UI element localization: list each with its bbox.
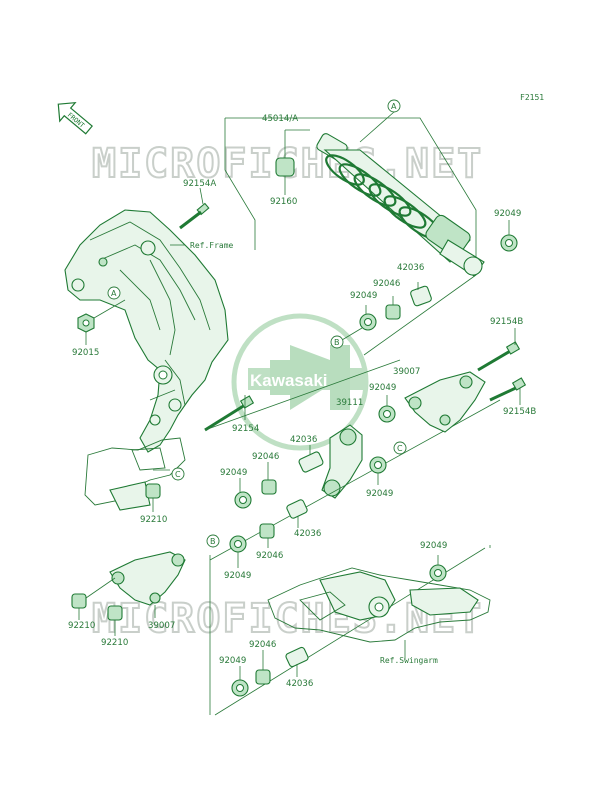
bushing-92046-a <box>385 304 401 320</box>
bolt-92154a <box>179 202 210 230</box>
rear-shock-absorber <box>316 133 485 277</box>
part-label-92049-b: 92049 <box>350 291 377 301</box>
part-label-92049-d: 92049 <box>220 468 247 478</box>
callout-b-right-letter: B <box>334 338 340 347</box>
bolt-92154b-upper <box>477 341 521 372</box>
part-label-92210-a: 92210 <box>140 515 167 525</box>
part-label-39007-a: 39007 <box>393 367 420 377</box>
part-label-92049-c: 92049 <box>369 383 396 393</box>
bolt-92154b-lower <box>489 377 527 402</box>
part-label-92046-d: 92046 <box>249 640 276 650</box>
part-label-92049-g: 92049 <box>420 541 447 551</box>
callout-c-left <box>171 467 185 481</box>
part-label-92049-a: 92049 <box>494 209 521 219</box>
callout-c-right-letter: C <box>397 444 403 453</box>
part-label-92154b-a: 92154B <box>490 317 523 327</box>
part-label-45014: 45014/A <box>262 114 298 124</box>
collar-42036-d <box>285 646 309 668</box>
collar-42036-b <box>298 451 324 473</box>
shock-bracket-line <box>225 117 477 356</box>
shock-bracket-line-left <box>224 118 256 250</box>
part-label-39007-b: 39007 <box>148 621 175 631</box>
link-plate-39007-upper <box>404 371 486 433</box>
frame-section <box>64 209 229 511</box>
part-label-92049-h: 92049 <box>219 656 246 666</box>
part-label-92049-e: 92049 <box>366 489 393 499</box>
part-label-92210-c: 92210 <box>101 638 128 648</box>
part-label-92046-c: 92046 <box>256 551 283 561</box>
bushing-92160 <box>275 157 295 177</box>
kawasaki-logo: Kawasaki <box>231 313 369 451</box>
link-plate-39007-lower <box>109 551 186 606</box>
ref-frame-label: Ref.Frame <box>190 241 234 250</box>
callout-b-right <box>330 335 344 349</box>
callout-c-left-letter: C <box>175 470 181 479</box>
axis-line-upper <box>204 359 401 431</box>
tie-rod-39111 <box>321 424 363 499</box>
diagram-code: F2151 <box>520 93 544 102</box>
bolt-92154 <box>204 403 246 432</box>
collar-42036-a <box>410 285 432 307</box>
callout-b-lower-letter: B <box>210 537 216 546</box>
part-label-92154: 92154 <box>232 424 259 434</box>
bushing-92046-c <box>259 523 275 539</box>
part-label-92210-b: 92210 <box>68 621 95 631</box>
collar-92210-b <box>71 593 87 609</box>
ref-swingarm-label: Ref.Swingarm <box>380 656 438 665</box>
part-label-92160: 92160 <box>270 197 297 207</box>
part-label-92154b-b: 92154B <box>503 407 536 417</box>
callout-b-lower <box>206 534 220 548</box>
callout-a-top-letter: A <box>391 102 397 111</box>
part-label-92154a: 92154A <box>183 179 216 189</box>
swingarm-section <box>267 567 491 643</box>
part-label-92049-f: 92049 <box>224 571 251 581</box>
logo-text: Kawasaki <box>250 371 328 390</box>
part-label-92046-b: 92046 <box>252 452 279 462</box>
callout-a-left <box>107 286 121 300</box>
part-label-42036-b: 42036 <box>290 435 317 445</box>
collar-42036-c <box>286 499 308 519</box>
callout-c-right <box>393 441 407 455</box>
part-label-42036-d: 42036 <box>286 679 313 689</box>
bushing-92046-d <box>255 669 271 685</box>
part-label-42036-c: 42036 <box>294 529 321 539</box>
part-label-39111: 39111 <box>336 398 363 408</box>
bushing-92046-b <box>261 479 277 495</box>
callout-a-left-letter: A <box>111 289 117 298</box>
part-label-92046-a: 92046 <box>373 279 400 289</box>
part-label-92015: 92015 <box>72 348 99 358</box>
front-arrow-icon: FRONT <box>57 101 93 135</box>
collar-92210-a <box>145 483 161 499</box>
part-label-42036-a: 42036 <box>397 263 424 273</box>
collar-92210-c <box>107 605 123 621</box>
